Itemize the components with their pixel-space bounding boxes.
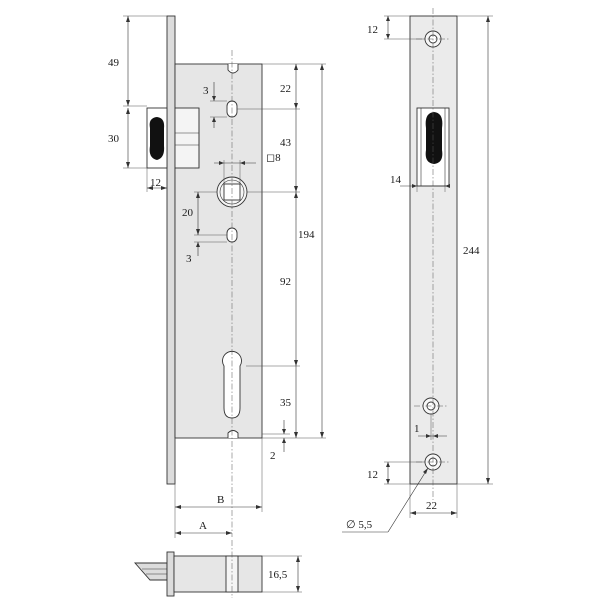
- dim-92: 92: [280, 276, 291, 288]
- faceplate: [166, 15, 176, 485]
- dim-12-plate-bottom: 12: [367, 469, 378, 481]
- dim-1: 1: [414, 423, 420, 435]
- top-view-faceplate: [166, 551, 175, 597]
- dim-2: 2: [270, 450, 276, 462]
- dim-hole-diameter: ∅ 5,5: [346, 519, 373, 531]
- top-view-case: [173, 555, 263, 593]
- dim-square-8: ◻8: [266, 152, 281, 164]
- body-dimensions: 49 30 12 3 22 43 ◻8: [108, 15, 326, 538]
- dim-3-top: 3: [203, 85, 209, 97]
- front-plate-view: [409, 8, 458, 500]
- latch-bevel: [134, 562, 168, 581]
- lock-top-view: 16,5: [134, 540, 302, 598]
- dim-49: 49: [108, 57, 120, 69]
- latch-tongue: [174, 107, 200, 169]
- dim-3-mid: 3: [186, 253, 192, 265]
- latch-bolt-icon: [149, 117, 165, 160]
- dim-B: B: [217, 494, 224, 506]
- dim-30: 30: [108, 133, 120, 145]
- dim-194: 194: [298, 229, 315, 241]
- dim-22-plate: 22: [426, 500, 437, 512]
- dim-16-5: 16,5: [268, 569, 288, 581]
- dim-43: 43: [280, 137, 292, 149]
- lock-body-view: [146, 15, 263, 537]
- dim-12-plate-top: 12: [367, 24, 378, 36]
- plate-dimensions: 12 14 244 1 12 22 ∅ 5,5: [342, 15, 493, 533]
- case-bottom-notch: [227, 430, 239, 438]
- dim-20: 20: [182, 207, 194, 219]
- dim-12-latch: 12: [150, 177, 161, 189]
- latch-face-icon: [425, 112, 443, 164]
- case-top-notch: [227, 64, 239, 74]
- dim-244: 244: [463, 245, 480, 257]
- dim-35: 35: [280, 397, 292, 409]
- dim-14: 14: [390, 174, 402, 186]
- dim-A: A: [199, 520, 207, 532]
- dim-22-top: 22: [280, 83, 291, 95]
